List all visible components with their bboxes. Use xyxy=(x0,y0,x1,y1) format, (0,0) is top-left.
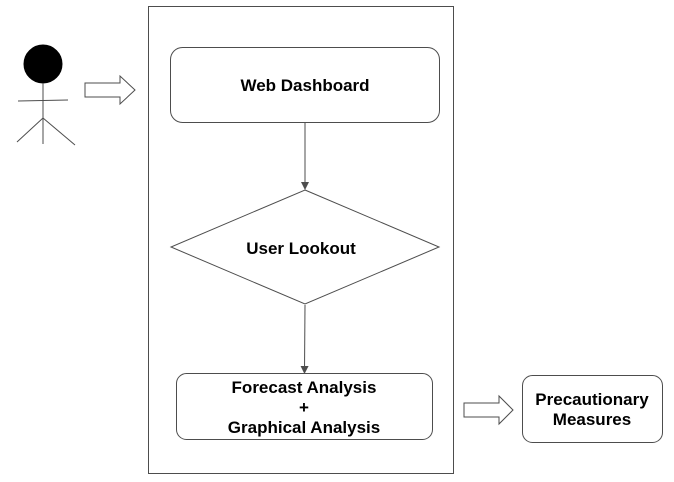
user-stick-figure-icon xyxy=(16,44,76,146)
precautionary-measures-node: Precautionary Measures xyxy=(522,375,663,443)
analysis-label-line3: Graphical Analysis xyxy=(228,418,380,437)
analysis-node: Forecast Analysis + Graphical Analysis xyxy=(176,373,433,440)
user-lookout-decision: User Lookout xyxy=(169,189,441,305)
hollow-right-arrow-icon xyxy=(463,394,514,426)
web-dashboard-node: Web Dashboard xyxy=(170,47,440,123)
analysis-label-line1: Forecast Analysis xyxy=(232,378,377,397)
connector-lookout-to-analysis xyxy=(300,304,309,374)
analysis-label-line2: + xyxy=(299,398,309,417)
precautionary-label-line1: Precautionary xyxy=(535,390,649,409)
web-dashboard-label: Web Dashboard xyxy=(240,76,369,95)
precautionary-label-line2: Measures xyxy=(553,410,631,429)
hollow-right-arrow-icon xyxy=(84,74,136,106)
user-lookout-label: User Lookout xyxy=(246,239,356,258)
